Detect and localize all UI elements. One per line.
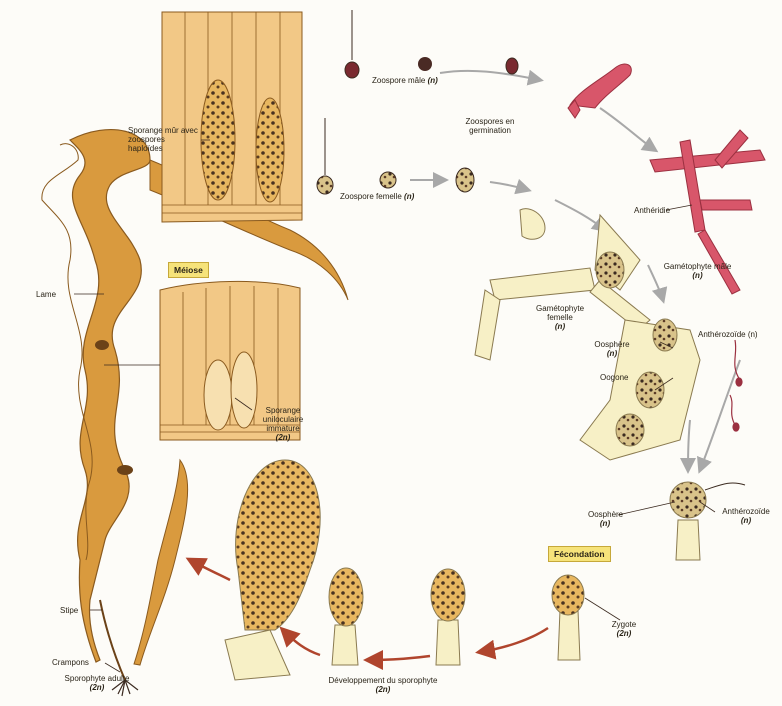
label-lame: Lame [36, 290, 56, 299]
tissue-panel-top [162, 12, 302, 222]
label-gametophyte-male: Gamétophyte mâle(n) [660, 262, 735, 280]
label-oosphere-1: Oosphère(n) [592, 340, 632, 358]
label-stipe: Stipe [60, 606, 78, 615]
badge-meiose: Méiose [168, 262, 209, 278]
label-gametophyte-femelle: Gamétophyte femelle(n) [530, 304, 590, 331]
label-crampons: Crampons [52, 658, 89, 667]
badge-fecondation: Fécondation [548, 546, 611, 562]
label-zoospores-germination: Zoospores en germination [450, 117, 530, 135]
zoospores [317, 10, 518, 194]
developing-sporophytes [225, 460, 584, 680]
label-antherozoide-top: Anthérozoïde (n) [698, 330, 758, 339]
label-sporange-uniloculaire: Sporange uniloculaire immature(2n) [248, 406, 318, 442]
label-sporophyte-adulte: Sporophyte adulte(2n) [52, 674, 142, 692]
label-zygote: Zygote(2n) [605, 620, 643, 638]
label-developpement: Développement du sporophyte(2n) [318, 676, 448, 694]
label-zoospore-female: Zoospore femelle (n) [340, 192, 414, 201]
label-zoospore-male: Zoospore mâle (n) [372, 76, 438, 85]
label-antheridie: Anthéridie [634, 206, 670, 215]
antherozoids [730, 340, 742, 431]
label-sporange-mur: Sporange mûr avec zoospores haploïdes [128, 126, 200, 153]
label-oosphere-2: Oosphère(n) [588, 510, 622, 528]
label-oogone: Oogone [600, 373, 628, 382]
label-antherozoide-2: Anthérozoïde(n) [712, 507, 780, 525]
